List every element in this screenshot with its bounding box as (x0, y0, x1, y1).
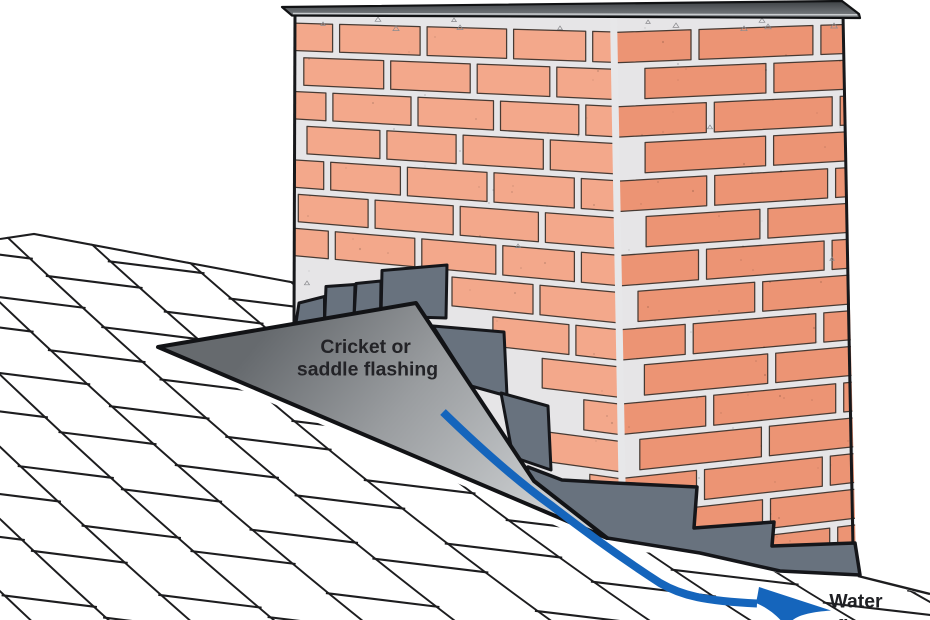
svg-text:Water: Water (829, 591, 883, 613)
svg-text:Cricket or: Cricket or (320, 336, 411, 358)
svg-text:flow: flow (837, 616, 877, 620)
svg-text:saddle flashing: saddle flashing (297, 358, 438, 380)
